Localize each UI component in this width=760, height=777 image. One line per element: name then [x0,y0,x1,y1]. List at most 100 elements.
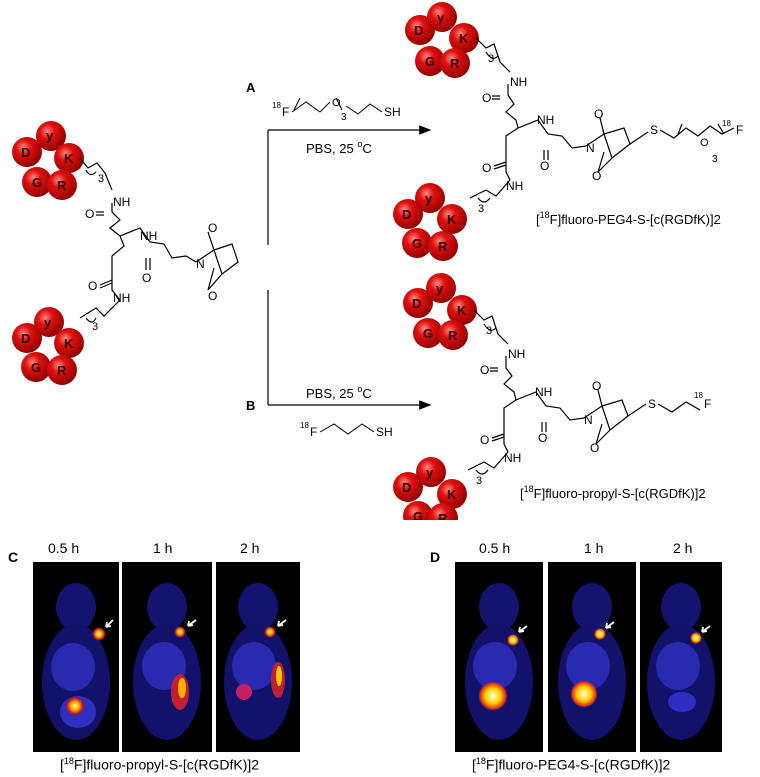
atom-o: O [208,289,217,303]
timepoint-label: 2 h [673,540,693,556]
starting-material: D y K G R D y K G R [12,121,239,385]
atom-n: N [196,257,205,271]
svg-text:3: 3 [488,53,494,65]
peptide-cluster-top: D y K G R [12,121,84,200]
svg-text:N: N [586,141,595,155]
svg-text:3: 3 [476,475,482,487]
conditions-a: PBS, 25 oC [306,139,372,156]
atom-o: O [85,207,94,221]
reagent-a-oxygen: O [332,97,341,109]
svg-text:3: 3 [486,325,492,337]
svg-text:S: S [648,397,656,411]
svg-text:NH: NH [506,179,523,193]
panel-label-C: C [8,549,19,565]
reagent-a-repeat: 3 [341,112,347,123]
peptide-cluster-product-b-bottom: D y K G R [393,457,467,520]
svg-text:D: D [412,296,421,311]
timepoint-label: 0.5 h [479,540,511,556]
svg-text:R: R [450,56,460,71]
caption-d: [18F]fluoro-PEG4-S-[c(RGDfK)]2 [472,756,671,773]
reagent-b-thiol: SH [376,425,393,439]
svg-text:O: O [700,137,709,149]
atom-nh: NH [140,229,157,243]
svg-text:D: D [402,207,411,222]
svg-text:D: D [414,23,423,38]
svg-text:G: G [423,326,433,341]
reagent-a-fluorine: F [282,105,289,119]
product-b-name: [18F]fluoro-propyl-S-[c(RGDfK)]2 [520,484,706,501]
pet-image-d-0.5h [455,562,543,752]
scheme-label-A: A [246,80,256,95]
peptide-cluster-bottom: D y K G R [12,307,84,385]
repeat-3: 3 [98,173,104,185]
bead-R-label: R [57,363,67,378]
bead-K-label: K [64,151,74,166]
pet-image-c-2h [216,562,300,752]
svg-text:O: O [480,363,489,377]
product-B: D y K G R D y K G R [393,273,711,520]
product-a-name: [18F]fluoro-PEG4-S-[c(RGDfK)]2 [536,210,721,227]
product-A: D y K G R D y K G R [393,2,743,261]
svg-text:O: O [540,159,549,173]
peptide-cluster-product-a-bottom: D y K G R [393,183,467,261]
reagent-a-thiol: SH [384,105,401,119]
timepoint-label: 1 h [584,540,604,556]
timepoint-label: 2 h [240,540,260,556]
bead-G-label: G [31,360,41,375]
svg-text:G: G [425,54,435,69]
svg-text:O: O [594,107,603,121]
atom-nh: NH [113,291,130,305]
conditions-b: PBS, 25 oC [306,384,372,401]
svg-text:D: D [402,480,411,495]
svg-text:R: R [448,328,458,343]
pet-image-c-0.5h [33,562,119,752]
svg-text:S: S [650,123,658,137]
svg-text:K: K [447,487,457,502]
bead-y-label: y [46,128,54,143]
svg-text:K: K [457,303,467,318]
svg-text:O: O [482,91,491,105]
svg-text:3: 3 [712,154,718,165]
bead-D-label: D [21,145,30,160]
peptide-cluster-product-b-top: D y K G R [403,273,477,350]
svg-text:O: O [590,441,599,455]
svg-text:NH: NH [504,451,521,465]
caption-c: [18F]fluoro-propyl-S-[c(RGDfK)]2 [60,756,260,773]
svg-text:K: K [459,31,469,46]
svg-text:18: 18 [722,119,731,128]
atom-o: O [142,271,151,285]
repeat-3: 3 [92,321,98,333]
svg-text:NH: NH [537,113,554,127]
svg-text:y: y [437,10,445,25]
svg-text:y: y [425,191,433,206]
svg-text:R: R [438,239,448,254]
pet-image-c-1h [122,562,212,752]
reagent-b-isotope: 18 [300,421,309,430]
pet-image-d-1h [548,562,636,752]
svg-text:O: O [538,431,547,445]
bead-y-label: y [44,315,52,330]
svg-text:NH: NH [510,75,527,89]
svg-text:O: O [592,379,601,393]
reaction-arrow-A: A 18 F O 3 SH PBS, 25 oC [246,80,432,245]
svg-text:O: O [482,161,491,175]
bead-G-label: G [32,175,42,190]
timepoint-label: 0.5 h [48,540,80,556]
reagent-a-isotope: 18 [272,101,281,110]
atom-o: O [88,279,97,293]
svg-text:G: G [413,509,423,520]
pet-image-d-2h [640,562,722,752]
svg-text:R: R [438,511,448,520]
svg-text:3: 3 [478,203,484,215]
scheme-label-B: B [246,398,255,413]
bead-R-label: R [57,178,67,193]
reaction-scheme: D y K G R D y K G R [12,2,743,520]
svg-text:N: N [584,413,593,427]
reagent-b-fluorine: F [310,425,317,439]
reaction-arrow-B: B PBS, 25 oC 18 F SH [246,290,432,439]
svg-text:F: F [736,123,743,137]
bead-D-label: D [21,331,30,346]
svg-text:K: K [447,212,457,227]
svg-text:F: F [704,397,711,411]
svg-text:NH: NH [535,385,552,399]
